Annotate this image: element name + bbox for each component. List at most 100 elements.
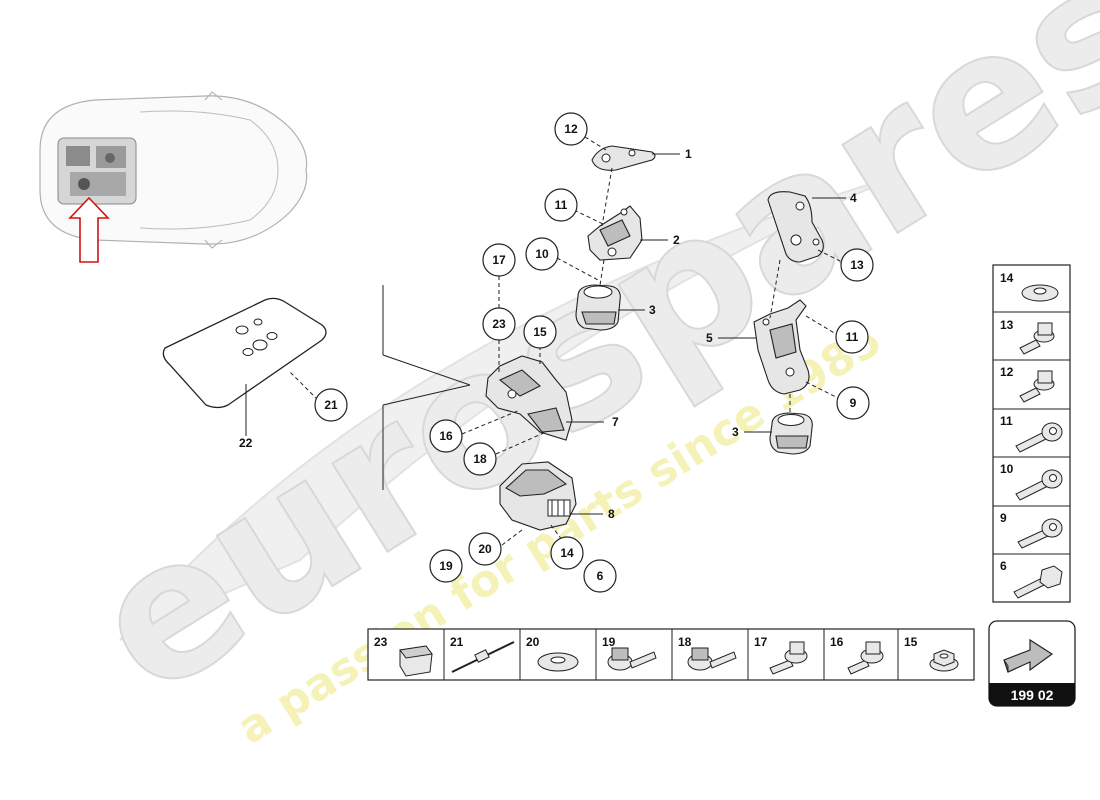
hardware-item-21[interactable]: 21 — [450, 635, 515, 673]
part-3-mount-upper — [575, 284, 621, 331]
assembly-bracket-lines — [382, 285, 471, 490]
part-1-bracket — [591, 145, 656, 171]
hardware-20-num: 20 — [526, 635, 540, 649]
callout-17[interactable]: 17 — [482, 243, 516, 277]
hardware-item-20[interactable]: 20 — [526, 635, 579, 672]
flange-bolt-icon — [687, 647, 737, 671]
callout-9-label: 9 — [850, 396, 857, 410]
part-label-2: 2 — [673, 233, 680, 247]
hardware-row-bottom: 23 21 20 19 — [367, 628, 975, 681]
part-5-bracket — [753, 299, 810, 395]
callout-19[interactable]: 19 — [429, 549, 463, 583]
callout-17-label: 17 — [492, 253, 506, 267]
washer-icon — [537, 652, 579, 672]
part-label-3-lower: 3 — [732, 425, 739, 439]
hardware-17-num: 17 — [754, 635, 768, 649]
car-thumbnail — [39, 91, 308, 263]
callout-14[interactable]: 14 — [550, 536, 584, 570]
hardware-21-num: 21 — [450, 635, 464, 649]
socket-cap-screw-icon — [1015, 422, 1063, 453]
page-reference[interactable]: 199 02 — [988, 620, 1076, 707]
part-label-8: 8 — [608, 507, 615, 521]
callout-21-label: 21 — [324, 398, 338, 412]
part-2-bracket — [587, 205, 643, 261]
flange-bolt-icon — [769, 641, 808, 675]
callout-11-right[interactable]: 11 — [835, 320, 869, 354]
hardware-23-num: 23 — [374, 635, 388, 649]
callout-16[interactable]: 16 — [429, 419, 463, 453]
hardware-item-9[interactable]: 9 — [1000, 511, 1063, 549]
callout-11-top-label: 11 — [555, 198, 568, 212]
flange-bolt-icon — [1019, 370, 1055, 403]
engine-bay — [57, 137, 137, 205]
hardware-item-19[interactable]: 19 — [602, 635, 657, 671]
hardware-18-num: 18 — [678, 635, 692, 649]
hardware-item-15[interactable]: 15 — [904, 635, 959, 672]
part-8-control-unit — [499, 461, 577, 531]
callout-15-label: 15 — [533, 325, 547, 339]
socket-cap-screw-icon — [1015, 469, 1063, 501]
hardware-item-13[interactable]: 13 — [1000, 318, 1055, 355]
watermark-swoosh — [119, 174, 901, 641]
hardware-item-18[interactable]: 18 — [678, 635, 737, 671]
cap-icon — [399, 645, 433, 677]
hardware-19-num: 19 — [602, 635, 616, 649]
location-arrow-icon — [68, 196, 110, 263]
callout-11-right-label: 11 — [846, 330, 859, 344]
callout-6-label: 6 — [597, 569, 604, 583]
part-label-1: 1 — [685, 147, 692, 161]
flange-bolt-icon — [1019, 322, 1055, 355]
hardware-item-16[interactable]: 16 — [830, 635, 884, 675]
callout-20-label: 20 — [478, 542, 492, 556]
callout-13-label: 13 — [850, 258, 864, 272]
hardware-14-num: 14 — [1000, 271, 1014, 285]
flange-nut-icon — [929, 649, 959, 672]
part-label-7: 7 — [612, 415, 619, 429]
hardware-item-23[interactable]: 23 — [374, 635, 433, 677]
hardware-item-6[interactable]: 6 — [1000, 559, 1063, 599]
callout-18[interactable]: 18 — [463, 442, 497, 476]
callout-20[interactable]: 20 — [468, 532, 502, 566]
hardware-12-num: 12 — [1000, 365, 1014, 379]
callout-10[interactable]: 10 — [525, 237, 559, 271]
part-4-heat-shield — [767, 191, 824, 263]
next-page-arrow-icon — [1003, 638, 1054, 673]
callout-16-label: 16 — [439, 429, 453, 443]
washer-icon — [1021, 284, 1059, 302]
flange-bolt-icon — [847, 641, 884, 675]
hardware-item-10[interactable]: 10 — [1000, 462, 1063, 501]
hardware-10-num: 10 — [1000, 462, 1014, 476]
part-label-3-upper: 3 — [649, 303, 656, 317]
part-7-carrier — [485, 355, 573, 441]
socket-cap-screw-icon — [1017, 518, 1063, 549]
callout-15[interactable]: 15 — [523, 315, 557, 349]
callout-11-top[interactable]: 11 — [544, 188, 578, 222]
callout-12-label: 12 — [564, 122, 578, 136]
callout-23[interactable]: 23 — [482, 307, 516, 341]
flange-bolt-icon — [607, 647, 657, 671]
callout-13[interactable]: 13 — [840, 248, 874, 282]
callout-19-label: 19 — [439, 559, 453, 573]
callout-23-label: 23 — [492, 317, 506, 331]
part-label-22: 22 — [239, 436, 253, 450]
hardware-9-num: 9 — [1000, 511, 1007, 525]
hardware-16-num: 16 — [830, 635, 844, 649]
callout-6[interactable]: 6 — [583, 559, 617, 593]
hex-bolt-icon — [1013, 565, 1063, 599]
hardware-item-11[interactable]: 11 — [1000, 414, 1063, 453]
callout-12[interactable]: 12 — [554, 112, 588, 146]
cable-tie-icon — [451, 641, 515, 673]
callout-18-label: 18 — [473, 452, 487, 466]
hardware-item-14[interactable]: 14 — [1000, 271, 1059, 302]
hardware-15-num: 15 — [904, 635, 918, 649]
hardware-item-12[interactable]: 12 — [1000, 365, 1055, 403]
callout-21[interactable]: 21 — [314, 388, 348, 422]
callout-10-label: 10 — [535, 247, 549, 261]
hardware-6-num: 6 — [1000, 559, 1007, 573]
leader-lines — [245, 136, 846, 546]
part-3-mount-lower — [769, 412, 813, 455]
callout-9[interactable]: 9 — [836, 386, 870, 420]
hardware-item-17[interactable]: 17 — [754, 635, 808, 675]
hardware-column-right: 14 13 12 11 — [992, 264, 1071, 603]
